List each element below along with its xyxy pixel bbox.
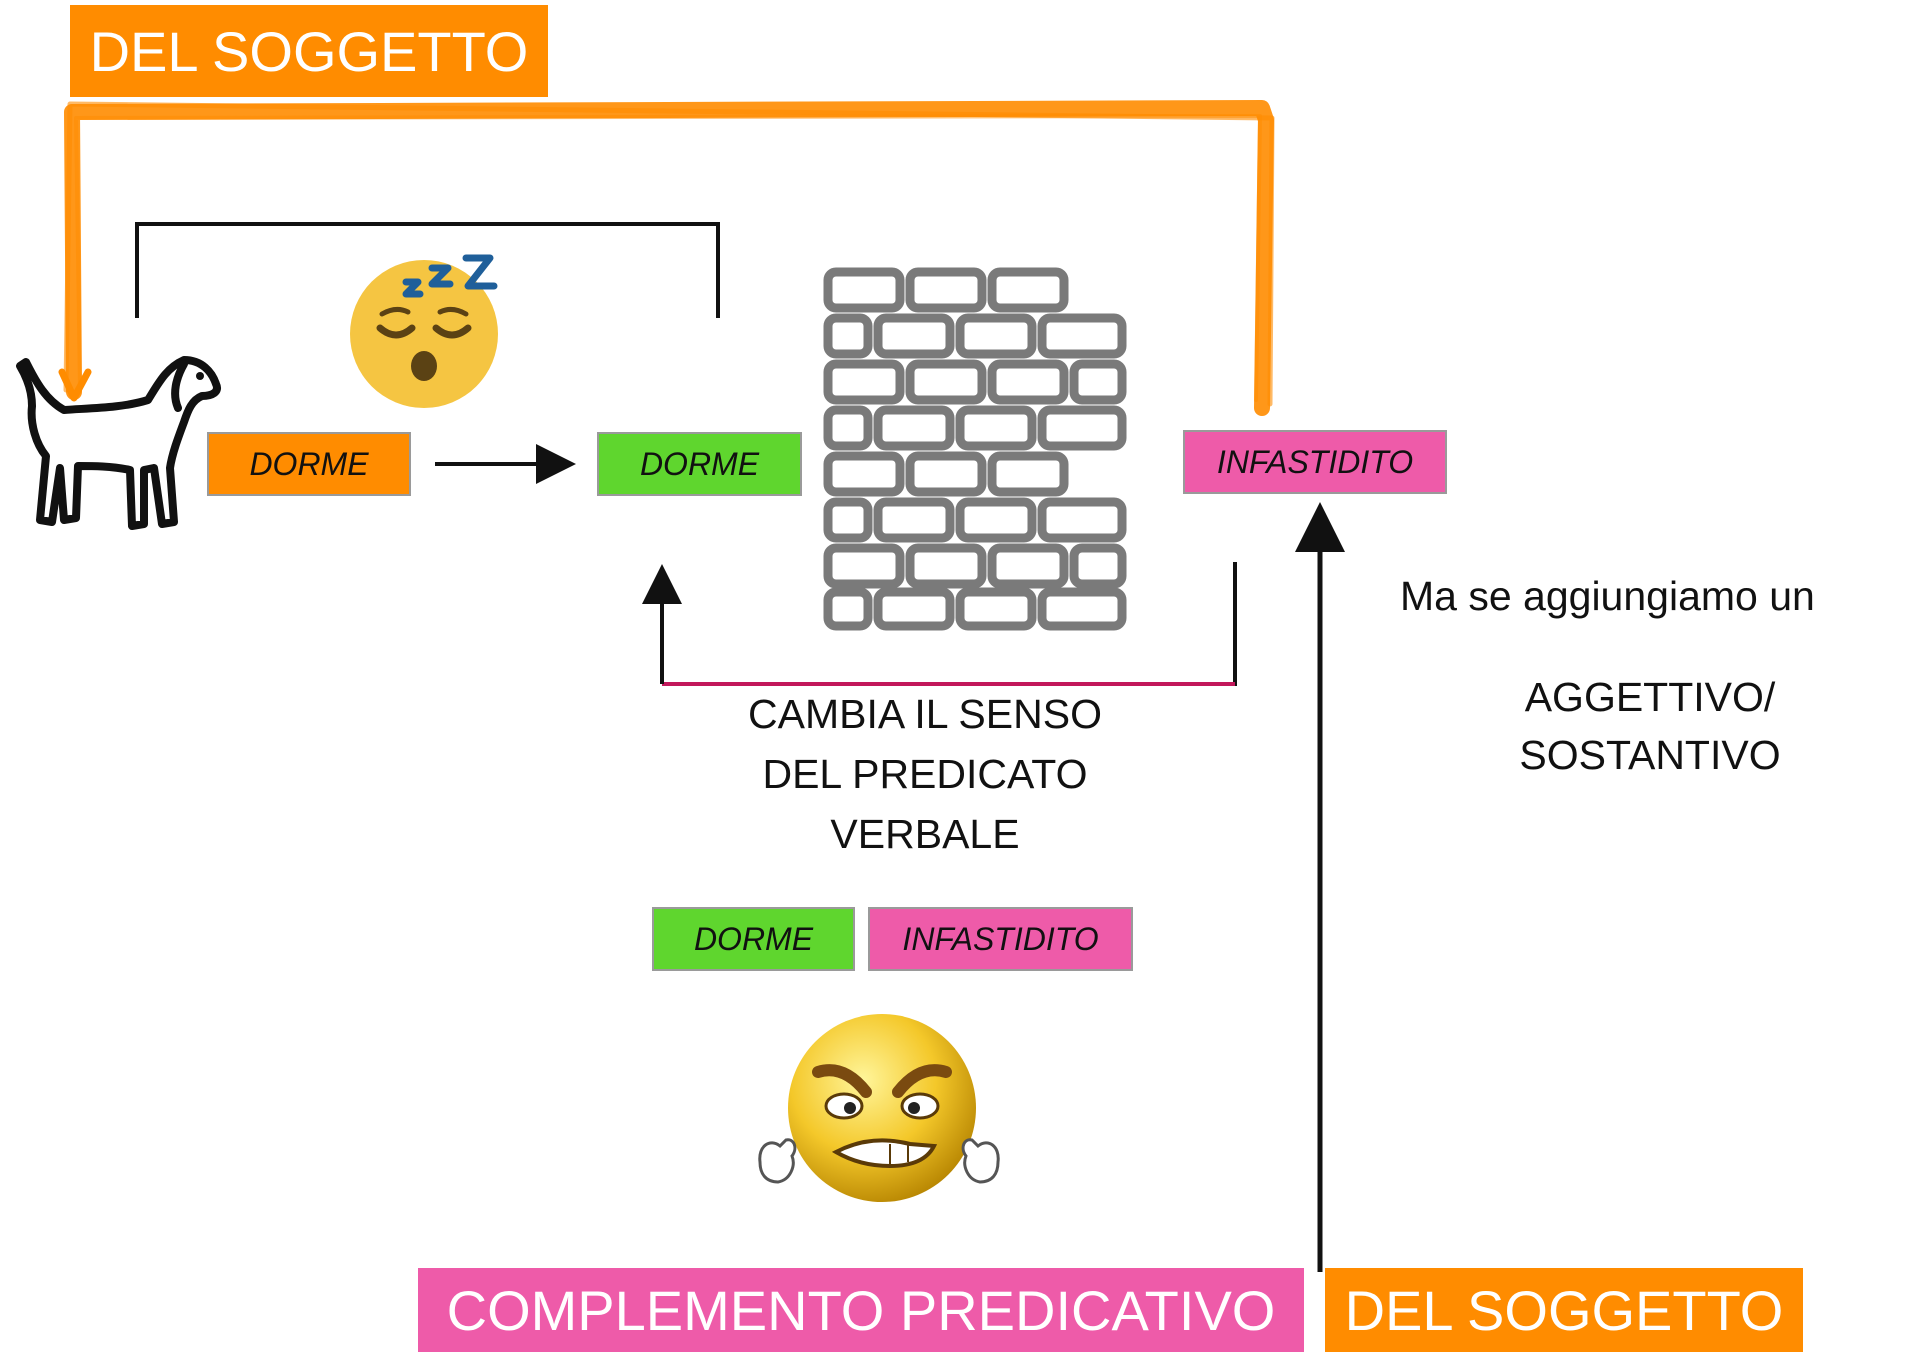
brick-wall-icon	[823, 267, 1127, 631]
dog-icon	[16, 356, 221, 530]
tag-dorme-green: DORME	[597, 432, 802, 496]
tag-infastidito-top: INFASTIDITO	[1183, 430, 1447, 494]
tag-dorme-bottom: DORME	[652, 907, 855, 971]
banner-del-soggetto-top-label: DEL SOGGETTO	[89, 19, 529, 83]
side-question: Ma se aggiungiamo un	[1400, 573, 1815, 619]
banner-del-soggetto-top: DEL SOGGETTO	[70, 5, 548, 97]
sleeping-face-icon	[350, 254, 498, 408]
banner-del-soggetto-bottom: DEL SOGGETTO	[1325, 1268, 1803, 1352]
bracket-sleep	[135, 222, 720, 318]
banner-complemento-predicativo: COMPLEMENTO PREDICATIVO	[418, 1268, 1304, 1352]
caption-change-sense: CAMBIA IL SENSO DEL PREDICATO VERBALE	[748, 691, 1102, 857]
angry-face-icon	[758, 1014, 1000, 1202]
tag-dorme-orange: DORME	[207, 432, 411, 496]
orange-subject-bracket	[58, 100, 1275, 416]
tag-infastidito-bottom: INFASTIDITO	[868, 907, 1133, 971]
side-options: AGGETTIVO/ SOSTANTIVO	[1519, 674, 1781, 778]
